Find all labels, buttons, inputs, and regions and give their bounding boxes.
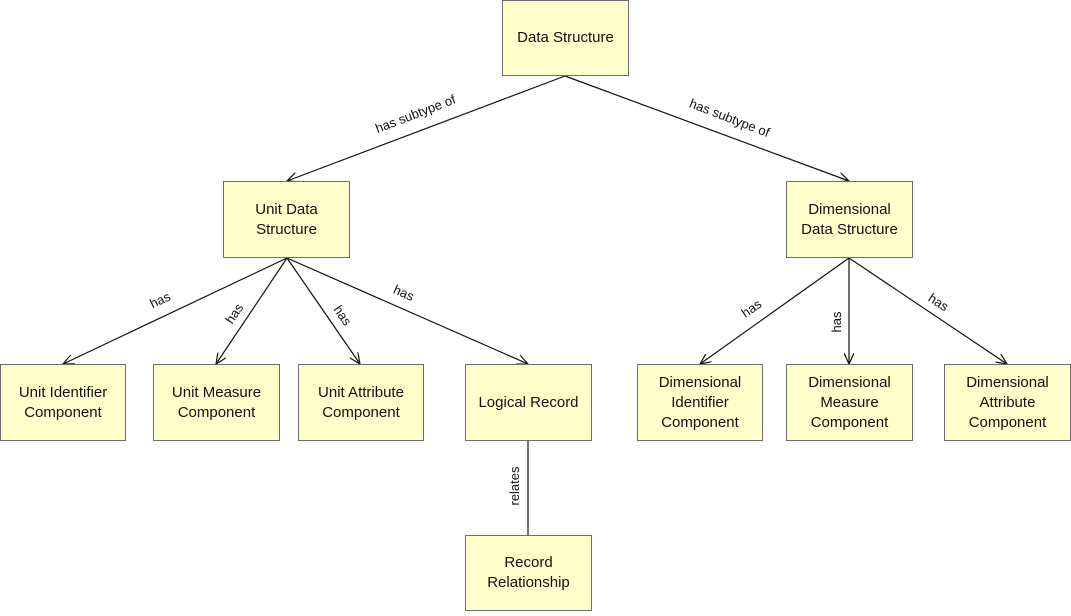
edge-uds-to-lr — [286, 257, 528, 364]
edge-label-uds-to-umc: has — [222, 300, 246, 326]
edge-label-dds-to-dic: has — [739, 296, 765, 321]
node-record-relationship: Record Relationship — [465, 535, 592, 611]
edge-label-ds-to-uds: has subtype of — [373, 92, 458, 136]
edge-label-uds-to-uic: has — [147, 288, 173, 311]
node-unit-identifier-component: Unit Identifier Component — [0, 364, 126, 441]
edge-label-uds-to-lr: has — [391, 282, 417, 304]
node-unit-attribute-component: Unit Attribute Component — [298, 364, 424, 441]
node-data-structure: Data Structure — [502, 0, 629, 76]
edge-dds-to-dic — [700, 257, 850, 364]
edge-label-uds-to-uac: has — [331, 303, 355, 329]
edge-ds-to-uds — [287, 75, 566, 181]
node-dimensional-attribute-component: Dimensional Attribute Component — [944, 364, 1071, 441]
edge-ds-to-dds — [564, 75, 849, 181]
edge-label-lr-to-rr: relates — [507, 466, 522, 506]
node-dimensional-identifier-component: Dimensional Identifier Component — [637, 364, 763, 441]
edge-uds-to-uac — [286, 257, 360, 364]
node-logical-record: Logical Record — [465, 364, 592, 441]
edge-label-dds-to-dac: has — [926, 290, 952, 314]
edge-label-ds-to-dds: has subtype of — [687, 96, 772, 140]
node-dimensional-measure-component: Dimensional Measure Component — [786, 364, 913, 441]
edge-uds-to-uic — [63, 257, 288, 364]
node-dimensional-data-structure: Dimensional Data Structure — [786, 181, 913, 258]
edge-label-dds-to-dmc: has — [829, 311, 844, 332]
node-unit-data-structure: Unit Data Structure — [223, 181, 350, 258]
node-unit-measure-component: Unit Measure Component — [153, 364, 280, 441]
edge-uds-to-umc — [216, 257, 288, 364]
edge-dds-to-dac — [848, 257, 1007, 364]
